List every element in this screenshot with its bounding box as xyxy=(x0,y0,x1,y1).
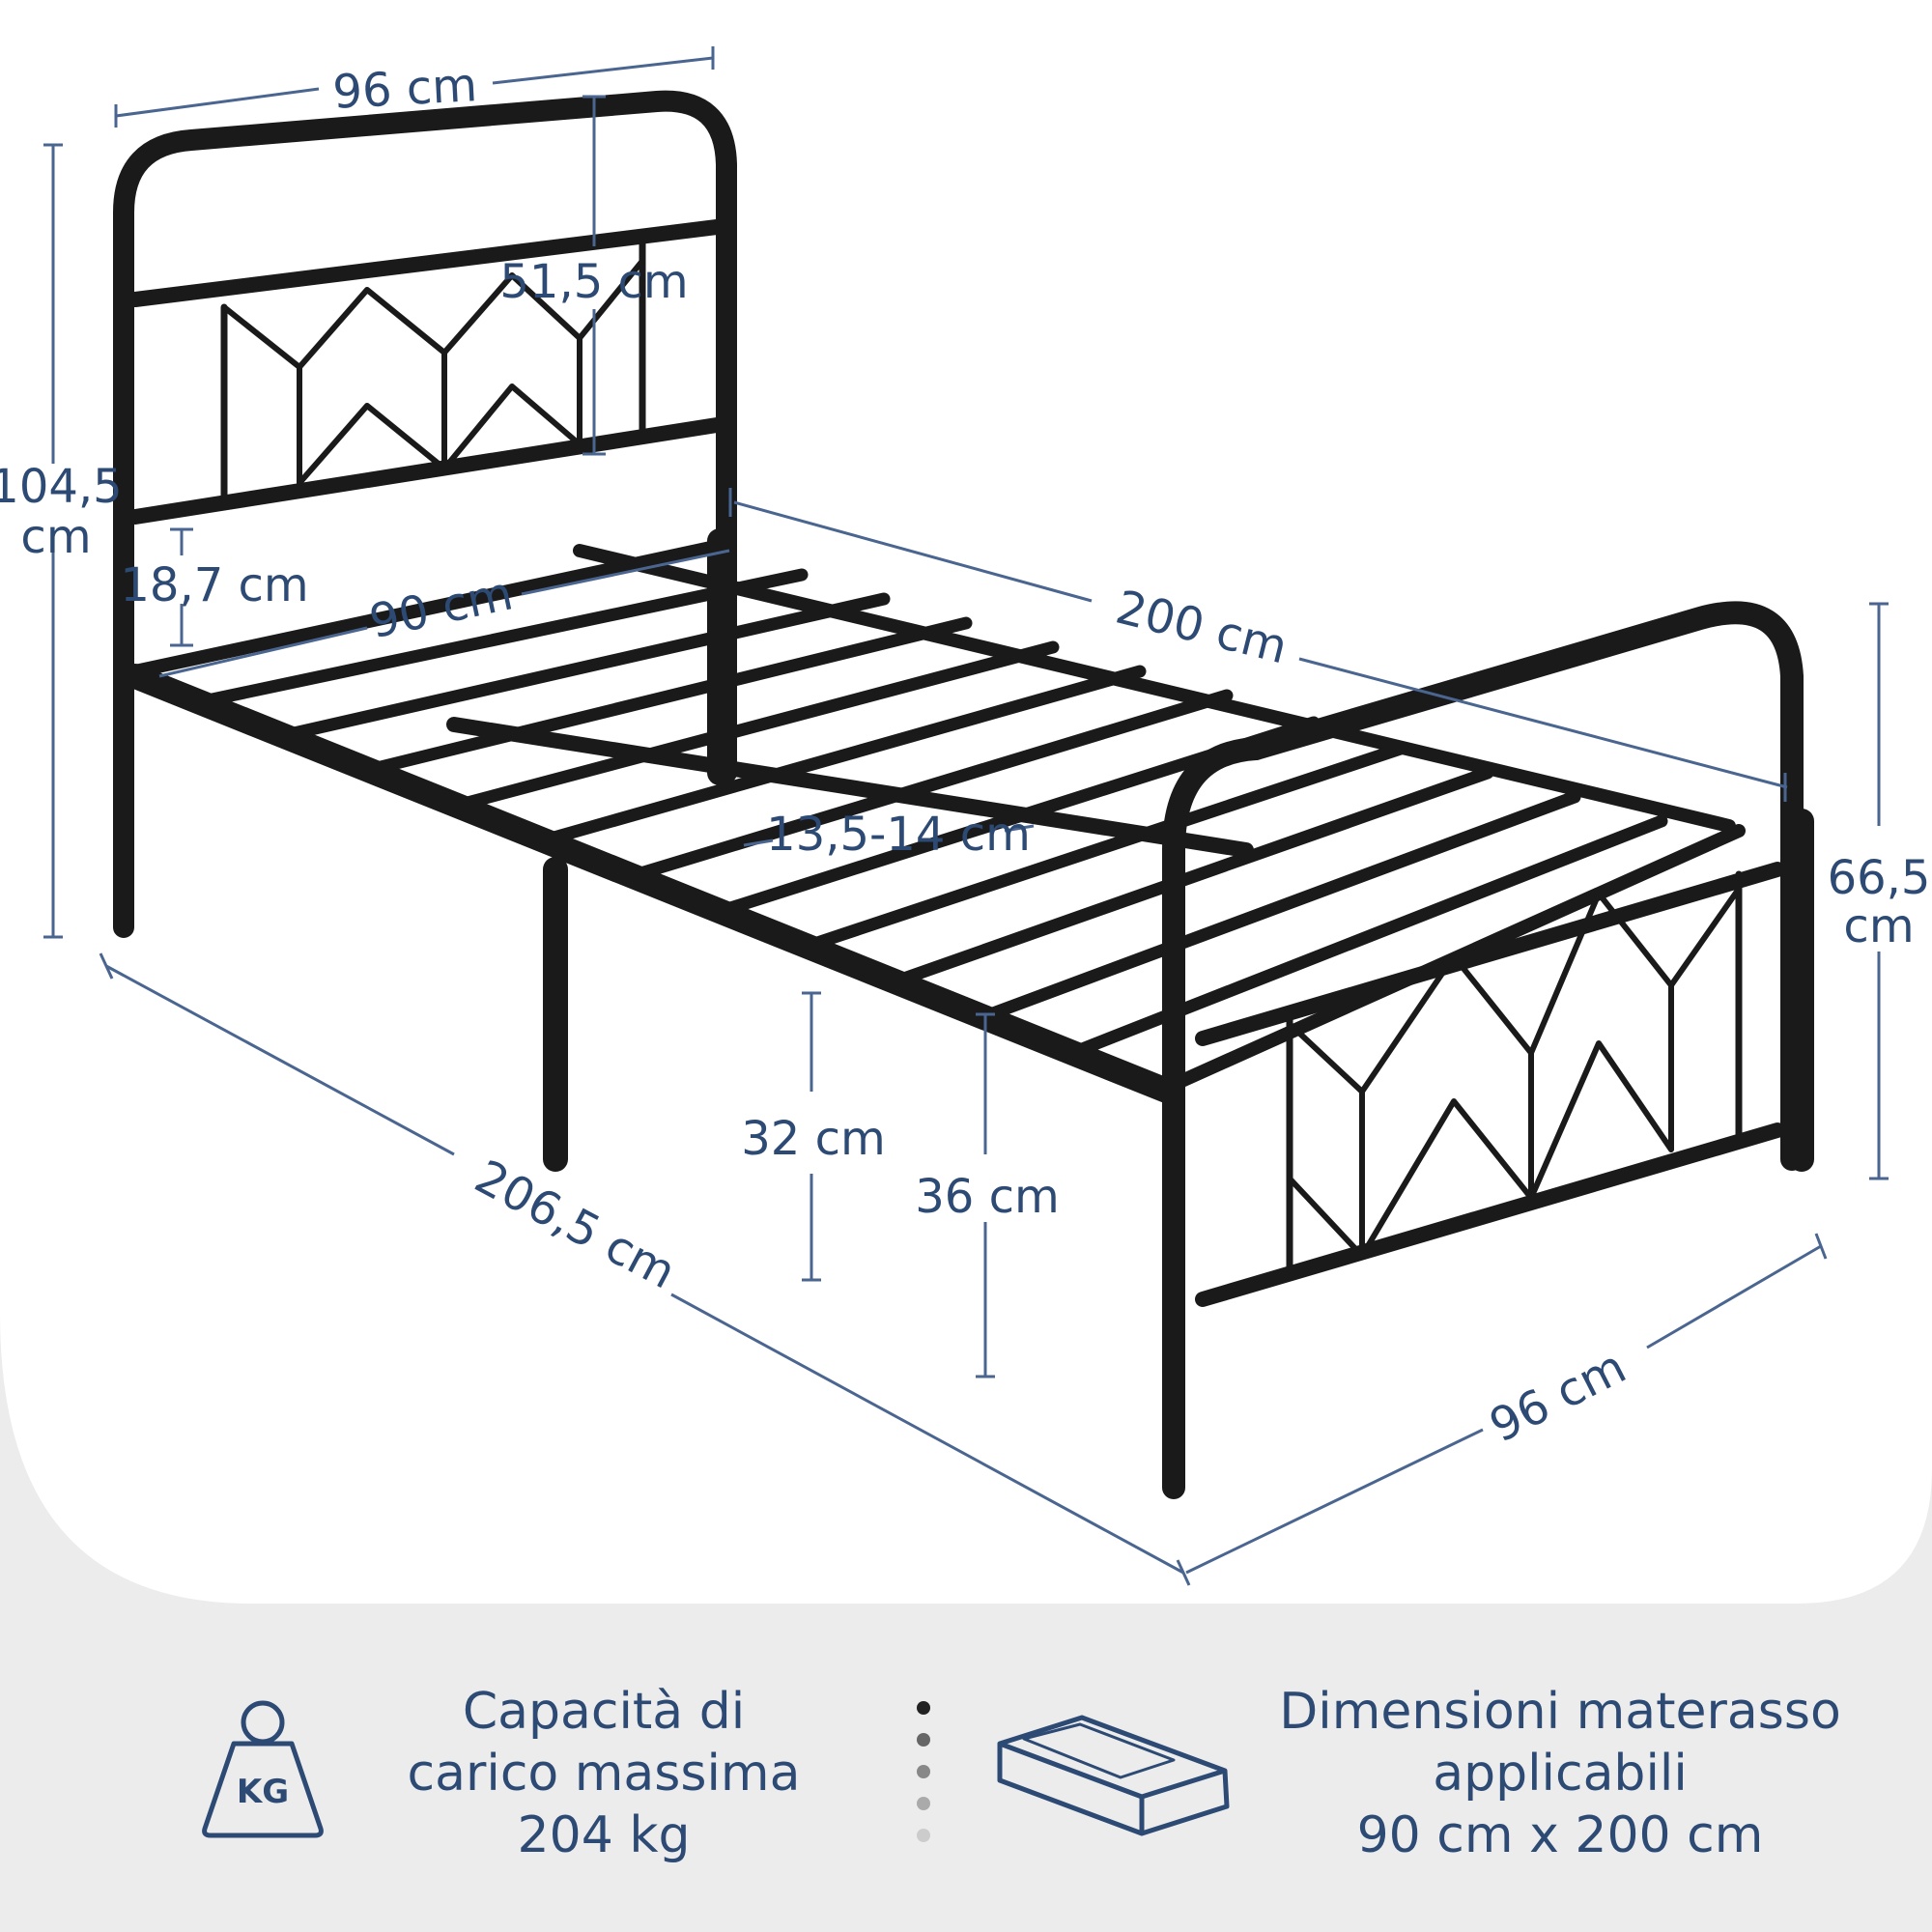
capacity-line-2: carico massima xyxy=(407,1745,801,1803)
label-headboard-width: 96 cm xyxy=(331,58,478,120)
bed-frame xyxy=(113,90,1814,1499)
dimension-lines xyxy=(43,46,1889,1586)
label-headboard-panel-height: 51,5 cm xyxy=(499,255,688,309)
headboard xyxy=(113,90,737,938)
page-dot-3[interactable] xyxy=(917,1765,930,1778)
capacity-line-3: 204 kg xyxy=(517,1806,691,1864)
page-dot-5[interactable] xyxy=(917,1829,930,1842)
mattress-icon xyxy=(997,1715,1230,1836)
capacity-line-1: Capacità di xyxy=(462,1683,746,1741)
kg-badge: KG xyxy=(237,1773,289,1811)
mattress-line-2: applicabili xyxy=(1433,1745,1688,1803)
mattress-line-3: 90 cm x 200 cm xyxy=(1356,1806,1764,1864)
pagination-dots[interactable] xyxy=(917,1701,930,1842)
label-total-height-2: cm xyxy=(20,510,91,564)
page-dot-4[interactable] xyxy=(917,1797,930,1810)
label-under-clearance: 32 cm xyxy=(741,1112,885,1166)
label-slat-gap: 13,5-14 cm xyxy=(766,808,1031,862)
label-gap-height: 18,7 cm xyxy=(120,558,308,612)
footboard xyxy=(1162,601,1804,1499)
label-frame-height: 36 cm xyxy=(915,1170,1059,1224)
mattress-line-1: Dimensioni materasso xyxy=(1279,1683,1841,1741)
label-footboard-height-2: cm xyxy=(1843,899,1914,953)
label-footboard-height-1: 66,5 xyxy=(1828,851,1931,905)
page-dot-2[interactable] xyxy=(917,1733,930,1747)
kg-weight-icon xyxy=(202,1700,324,1838)
page-dot-1[interactable] xyxy=(917,1701,930,1715)
mattress-text: Dimensioni materasso applicabili 90 cm x… xyxy=(1246,1681,1874,1866)
label-total-height-1: 104,5 xyxy=(0,460,123,514)
capacity-text: Capacità di carico massima 204 kg xyxy=(348,1681,860,1866)
